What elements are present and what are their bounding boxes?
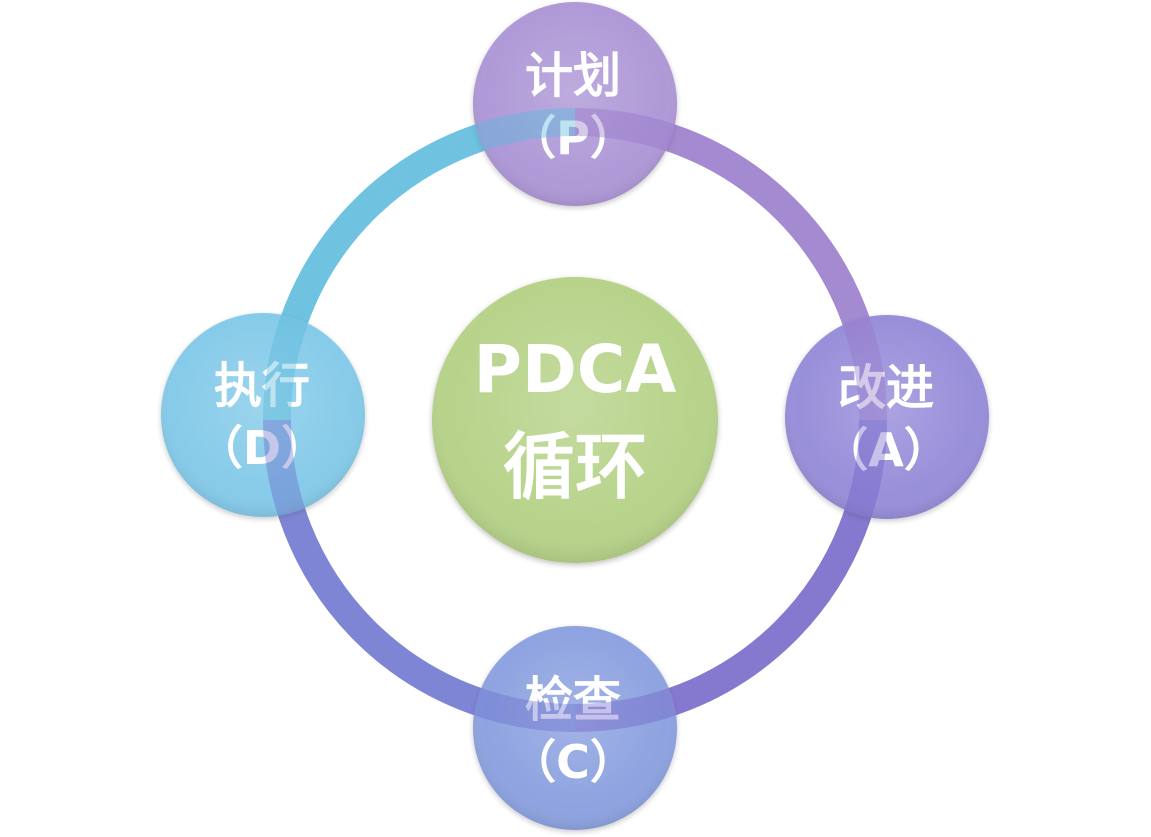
node-check-name: 检查 — [525, 672, 621, 728]
node-act-shade — [785, 315, 989, 519]
ring-overlay — [263, 108, 887, 732]
node-do-shade — [161, 313, 365, 517]
node-do: 执行 （D） — [161, 313, 365, 517]
node-do-name: 执行 — [214, 358, 310, 414]
node-act-code: （A） — [822, 423, 950, 477]
node-plan-shade — [473, 2, 677, 206]
node-plan: 计划 （P） — [473, 2, 677, 206]
node-plan-code: （P） — [510, 111, 636, 165]
node-check-code: （C） — [510, 735, 636, 789]
node-do-code: （D） — [197, 421, 327, 475]
ring-overlay-plan-to-act — [574, 108, 887, 421]
ring-overlay-act-to-check — [574, 419, 887, 732]
center-title-line1: PDCA — [474, 331, 677, 408]
node-check: 检查 （C） — [473, 626, 677, 830]
node-plan-name: 计划 — [525, 48, 621, 104]
center-node: PDCA 循环 — [432, 277, 718, 563]
node-act: 改进 （A） — [785, 315, 989, 519]
node-check-shade — [473, 626, 677, 830]
node-act-name: 改进 — [838, 360, 934, 416]
center-title-line2: 循环 — [503, 425, 647, 509]
ring-overlay-check-to-do — [263, 419, 576, 732]
center-circle-shade — [432, 277, 718, 563]
ring-overlay-plan-to-do — [263, 108, 576, 421]
